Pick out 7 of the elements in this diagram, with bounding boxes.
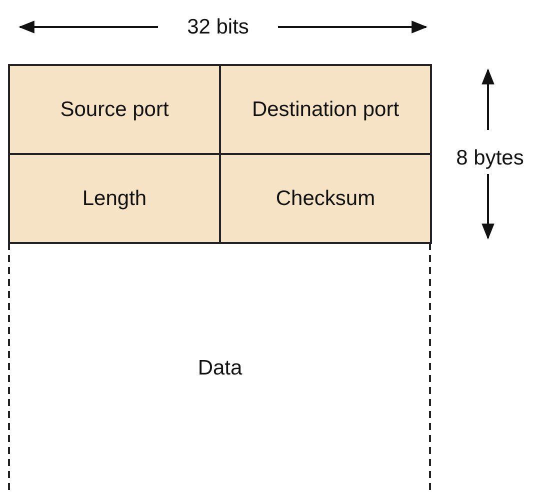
header-field: Destination port [219, 64, 432, 155]
header-field: Length [8, 153, 221, 244]
field-label: Data [198, 356, 242, 380]
header-field: Checksum [219, 153, 432, 244]
header-field: Source port [8, 64, 221, 155]
dimension-label: 8 bytes [456, 146, 524, 170]
dimension-label: 32 bits [187, 14, 249, 40]
